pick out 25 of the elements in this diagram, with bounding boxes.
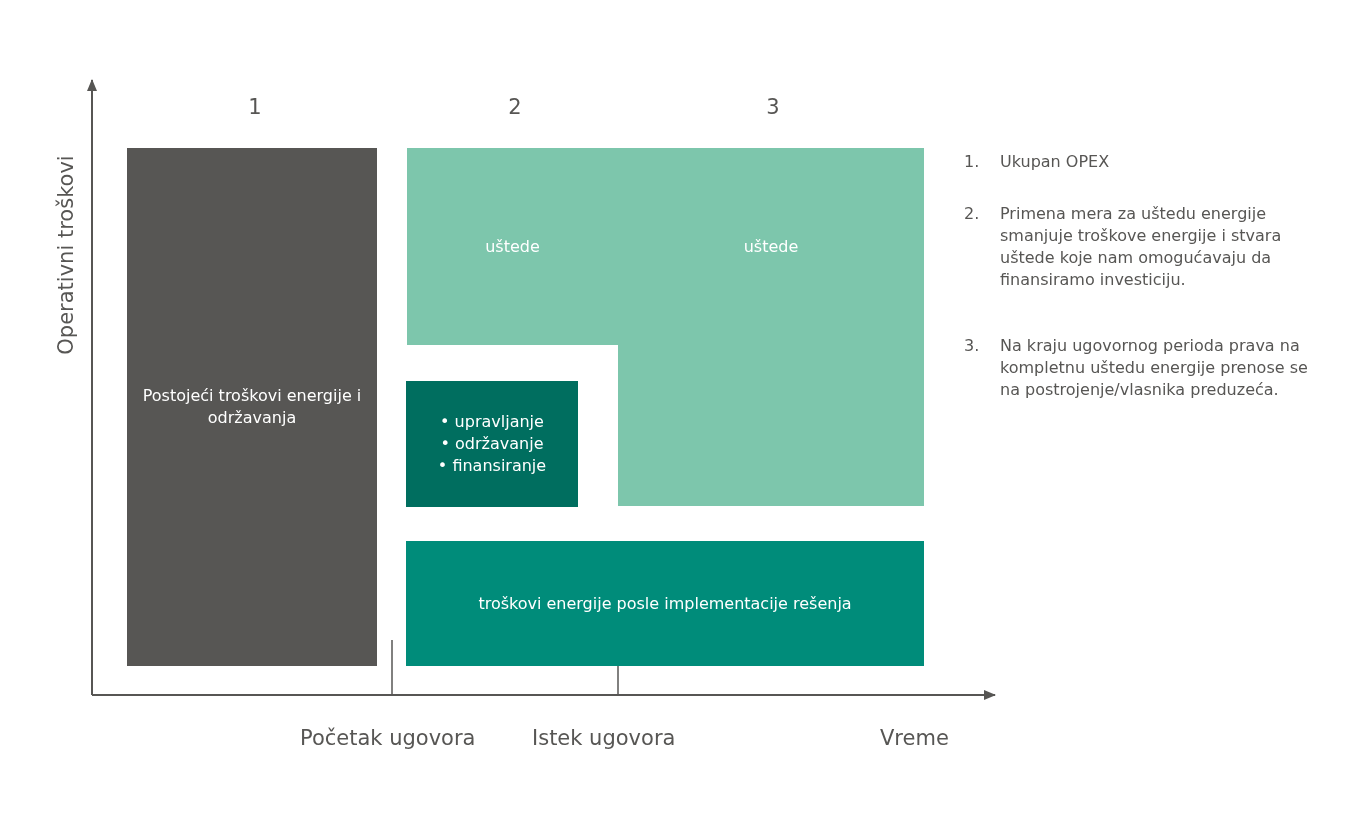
axis-label: Početak ugovora [300,725,477,751]
savings-block [618,148,924,506]
bullet-item: • održavanje [440,433,544,455]
column-number: 1 [247,94,263,120]
note-text: Ukupan OPEX [1000,151,1111,173]
list-number: 1. [964,151,981,173]
note-text: Primena mera za uštedu energije smanjuje troškove energije i stvara uštede koje nam omogućavaju da finansiramo investiciju. [1000,203,1283,291]
axis-label: Istek ugovora [532,725,677,751]
block-label: troškovi energije posle implementacije rešenja [478,592,852,615]
axis-title: Operativni troškovi [55,155,77,355]
bullet-item: • upravljanje [440,411,544,433]
block-label: uštede [743,236,799,258]
axis-label: Vreme [880,725,950,751]
block-label: Postojeći troškovi energije i održavanja [141,385,363,429]
list-number: 2. [964,203,981,225]
column-number: 2 [507,94,523,120]
savings-block [407,148,618,345]
cost-block [127,148,377,666]
column-number: 3 [765,94,781,120]
cost-block [406,541,924,666]
bullet-item: • finansiranje [437,455,547,477]
block-label: uštede [485,236,540,258]
note-text: Na kraju ugovornog perioda prava na kompletnu uštedu energije prenose se na postrojenje/vlasnika preduzeća. [1000,335,1309,401]
service-block [406,381,578,507]
list-number: 3. [964,335,981,357]
